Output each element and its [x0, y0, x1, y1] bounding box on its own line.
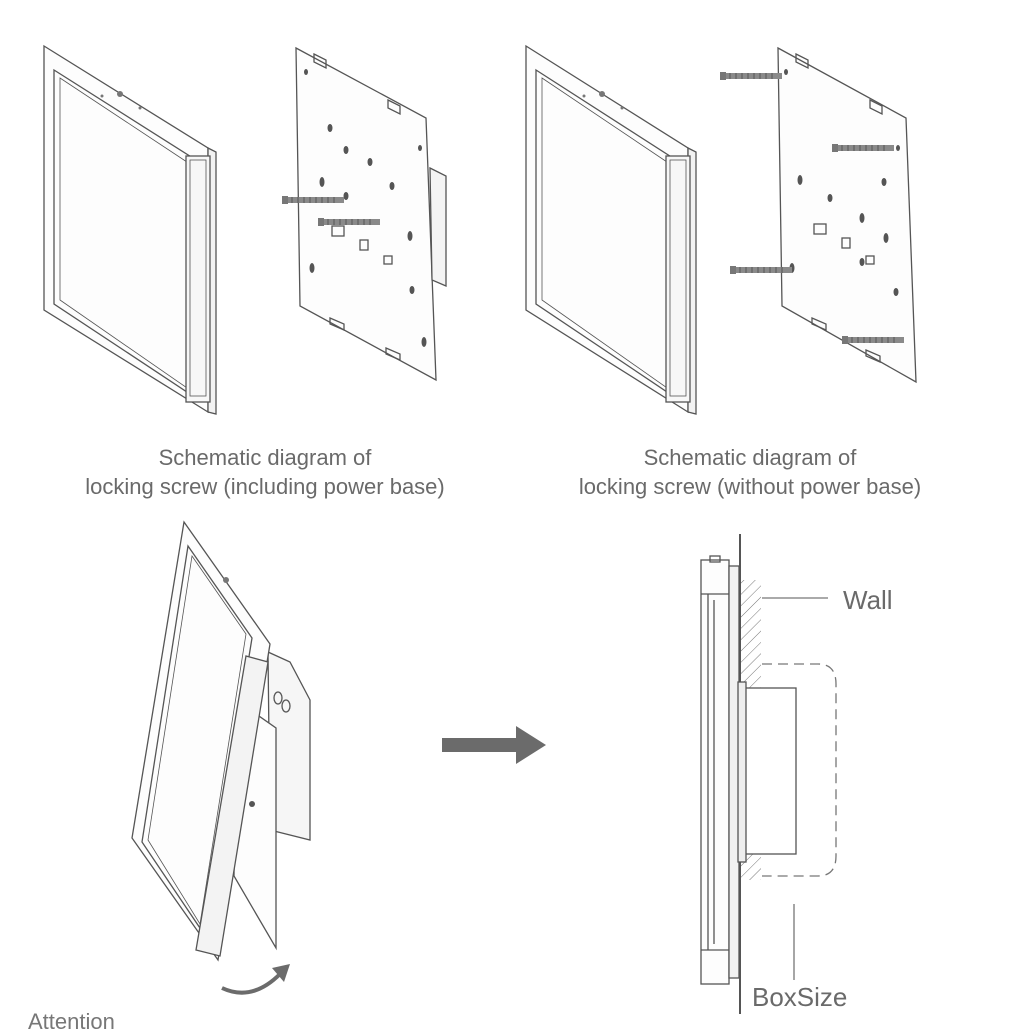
attention-footer: Attention: [28, 1009, 115, 1034]
panel-tilted: [131, 520, 311, 962]
screw-icon: [831, 143, 895, 153]
plate-left: [295, 46, 447, 382]
rotate-arrow-head-icon: [272, 964, 290, 982]
caption-right-line2: locking screw (without power base): [578, 474, 922, 499]
caption-left-line1: Schematic diagram of: [158, 445, 372, 470]
rotate-arrow-icon: [221, 972, 282, 995]
screw-icon: [841, 335, 905, 345]
panel-left: [43, 44, 217, 415]
right-arrow-icon: [442, 726, 546, 764]
wall-label: Wall: [843, 585, 893, 615]
caption-left-line2: locking screw (including power base): [85, 474, 445, 499]
caption-right-line1: Schematic diagram of: [643, 445, 857, 470]
panel-right: [525, 44, 697, 415]
screw-icon: [317, 217, 381, 227]
screw-icon: [729, 265, 793, 275]
caption-left: Schematic diagram of locking screw (incl…: [20, 443, 510, 501]
plate-right: [777, 46, 917, 384]
screw-icon: [281, 195, 345, 205]
box-size-label: BoxSize: [752, 982, 848, 1012]
side-view: [700, 534, 837, 1014]
screw-icon: [719, 71, 783, 81]
caption-right: Schematic diagram of locking screw (with…: [505, 443, 995, 501]
